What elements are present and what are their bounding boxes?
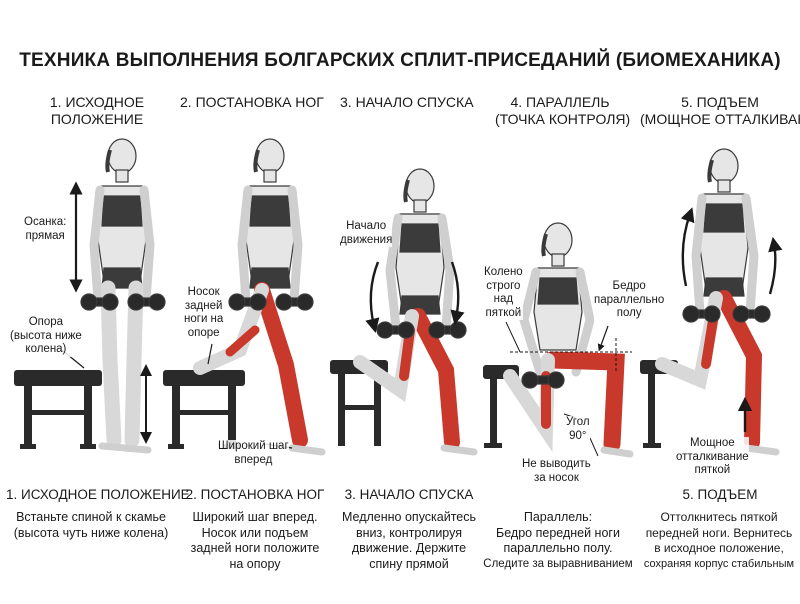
caption-3-title: 3. НАЧАЛО СПУСКА <box>344 487 474 502</box>
rise-arrow-left <box>680 207 695 287</box>
stage-1-heading: 1. ИСХОДНОЕ ПОЛОЖЕНИЕ <box>49 94 145 127</box>
caption-5-text: Оттолкнитесь пяткой передней ноги. Верни… <box>643 510 795 570</box>
stage-4-heading: 4. ПАРАЛЛЕЛЬ (ТОЧКА КОНТРОЛЯ) <box>495 94 631 127</box>
stage-2-heading: 2. ПОСТАНОВКА НОГ <box>180 94 324 110</box>
caption-1-text: Встаньте спиной к скамье (высота чуть ни… <box>13 510 169 540</box>
bench-2 <box>163 370 245 449</box>
descent-arrow-right <box>450 261 465 326</box>
label-thigh-parallel: Бедро параллельно полу <box>594 280 665 321</box>
rise-arrow-right <box>768 236 783 295</box>
descent-arrow-left <box>365 261 380 334</box>
label-heel-push: Мощное отталкивание пяткой <box>676 437 749 478</box>
label-support: Опора (высота ниже колена) <box>10 316 82 357</box>
label-start-move: Начало движения <box>340 220 393 247</box>
label-wide-step: Широкий шаг вперед <box>218 440 289 467</box>
label-angle: Угол 90° <box>566 416 590 443</box>
figure-stage-2 <box>193 138 326 456</box>
stage-3-heading: 3. НАЧАЛО СПУСКА <box>340 94 474 110</box>
label-posture: Осанка: прямая <box>24 216 67 243</box>
bench-1 <box>14 370 102 449</box>
label-no-toe: Не выводить за носок <box>522 458 591 485</box>
label-knee-heel: Колено строго над пяткой <box>484 266 523 320</box>
page-title: ТЕХНИКА ВЫПОЛНЕНИЯ БОЛГАРСКИХ СПЛИТ-ПРИС… <box>19 50 781 71</box>
knee-heel-pointer <box>505 321 521 353</box>
no-toe-pointer <box>589 437 599 457</box>
caption-3-text: Медленно опускайтесь вниз, контролируя д… <box>341 510 477 571</box>
label-rear-toe: Носок задней ноги на опоре <box>184 286 224 340</box>
figure-stage-3 <box>353 168 478 456</box>
figure-stage-4 <box>503 222 634 458</box>
rear-toe-pointer <box>207 343 213 365</box>
caption-2-title: 2. ПОСТАНОВКА НОГ <box>185 487 325 502</box>
caption-4-text: Параллель: Бедро передней ноги параллель… <box>483 510 633 570</box>
figure-stage-5 <box>655 148 780 456</box>
caption-2-text: Широкий шаг вперед. Носок или подъем зад… <box>190 510 320 571</box>
thigh-pointer <box>597 325 609 352</box>
stage-5-heading: 5. ПОДЪЕМ (МОЩНОЕ ОТТАЛКИВАНИЕ) <box>640 94 800 127</box>
caption-1-title: 1. ИСХОДНОЕ ПОЛОЖЕНИЕ <box>6 487 190 502</box>
caption-5-title: 5. ПОДЪЕМ <box>682 487 758 502</box>
figure-stage-1 <box>80 138 166 454</box>
